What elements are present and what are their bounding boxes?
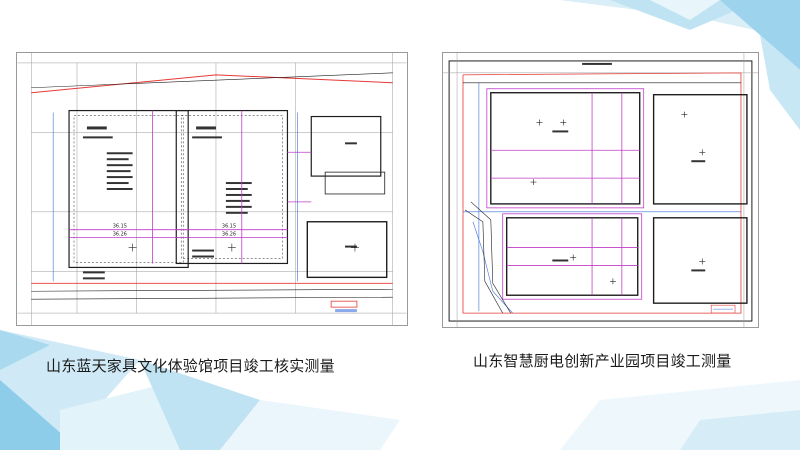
- dim-label: 36.26: [113, 232, 127, 238]
- left-caption: 山东蓝天家具文化体验馆项目竣工核实测量: [46, 357, 335, 375]
- left-survey-drawing: 36.15 36.26 36.15 36.26: [16, 52, 408, 326]
- dim-label: 36.15: [222, 224, 236, 230]
- right-caption: 山东智慧厨电创新产业园项目竣工测量: [473, 352, 732, 370]
- dim-label: 36.15: [113, 224, 127, 230]
- right-survey-drawing: [442, 52, 759, 328]
- left-plan-svg: 36.15 36.26 36.15 36.26: [17, 53, 407, 325]
- dim-label: 36.26: [222, 232, 236, 238]
- right-plan-svg: [443, 53, 758, 327]
